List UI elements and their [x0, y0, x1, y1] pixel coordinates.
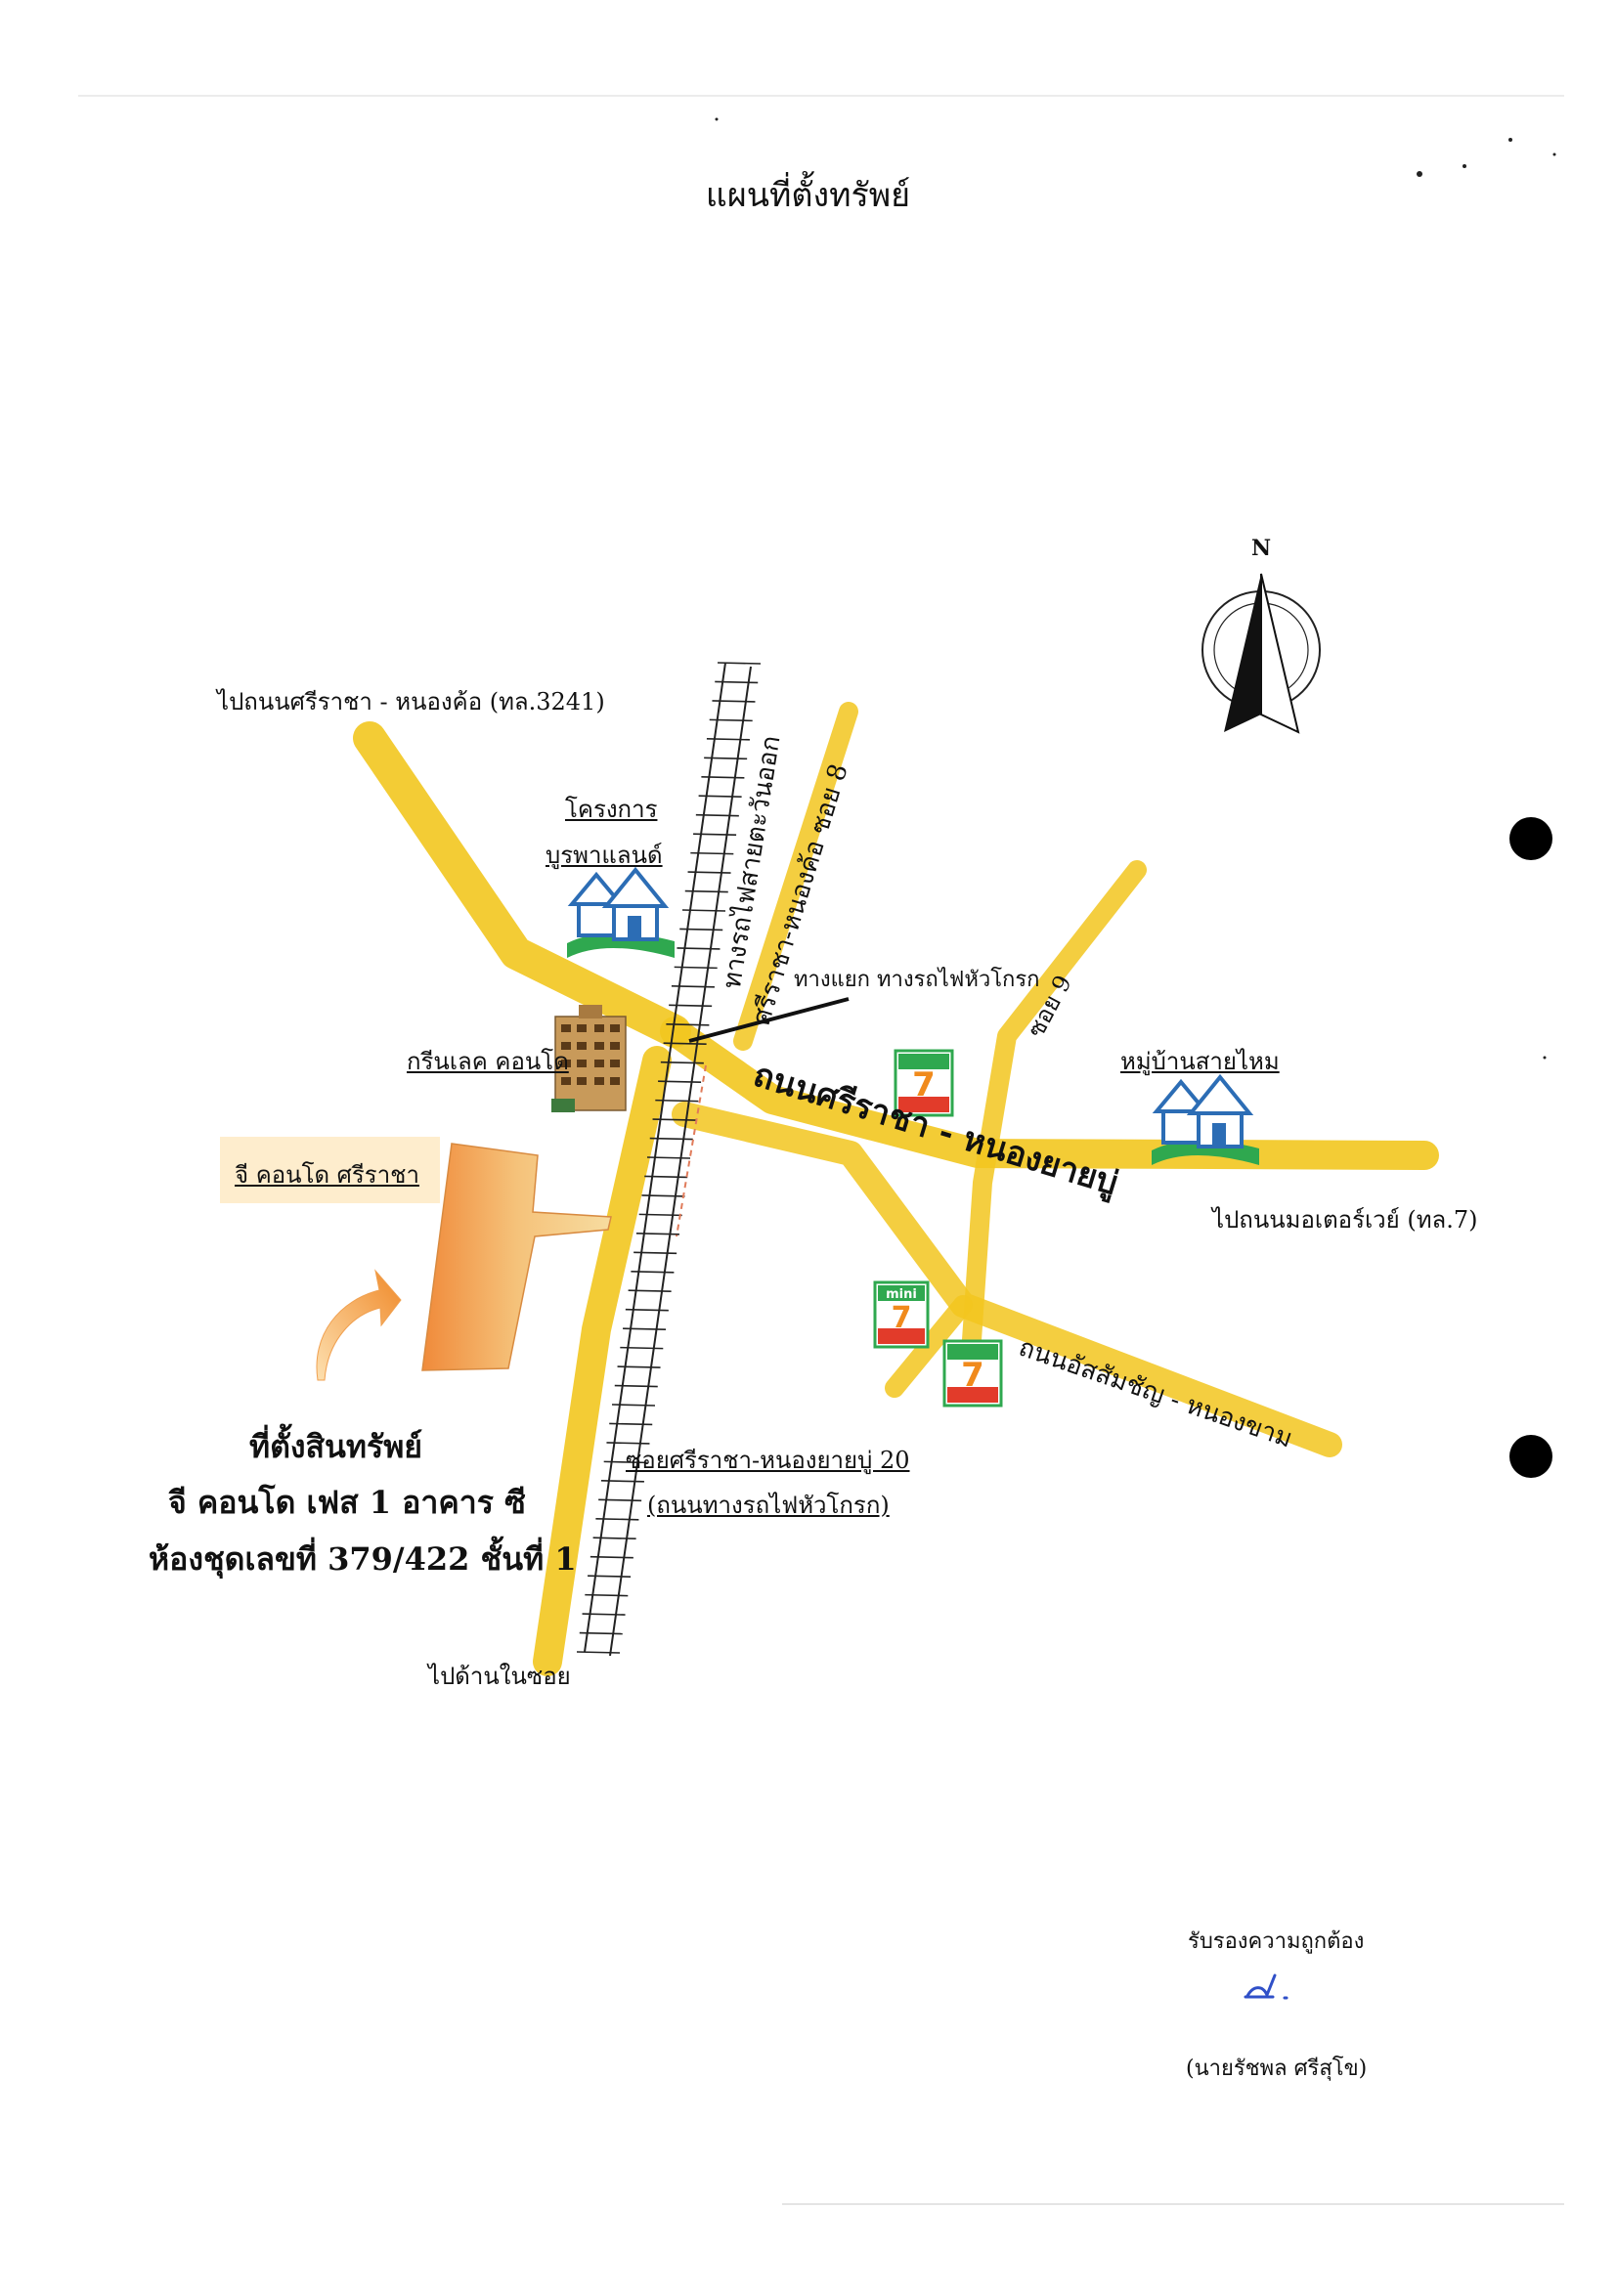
railway-tie [681, 909, 726, 912]
road-soi-8 [733, 702, 858, 1051]
property-heading: ที่ตั้งสินทรัพย์ [249, 1428, 423, 1465]
railway-track [576, 662, 762, 1657]
compass-rose [1201, 573, 1321, 734]
svg-text:7: 7 [892, 1301, 912, 1335]
label-burapha-line1: โครงการ [565, 796, 658, 823]
railway-tie [646, 1156, 691, 1159]
railway-tie [684, 889, 728, 893]
railway-tie [709, 718, 753, 722]
label-burapha-line2: บูรพาแลนด์ [546, 842, 663, 869]
junction-pointer [688, 997, 850, 1043]
page-title: แผนที่ตั้งทรัพย์ [705, 176, 911, 215]
railway-tie [588, 1575, 632, 1578]
railway-tie [690, 851, 734, 855]
railway-tie [609, 1422, 653, 1426]
road-to-nong-kho [353, 721, 691, 1048]
railway-tie [669, 1004, 713, 1008]
railway-tie [579, 1631, 623, 1635]
railway-tie [677, 947, 721, 950]
label-rail-junction: ทางแยก ทางรถไฟหัวโกรก [794, 968, 1040, 992]
house-icon-sai-mai [1152, 1073, 1259, 1165]
railway-tie [638, 1213, 682, 1217]
railway-tie [625, 1308, 669, 1312]
signature [1234, 1970, 1302, 2009]
railway-tie [717, 662, 762, 665]
railway-tie [600, 1480, 644, 1483]
railway-tie [635, 1233, 679, 1235]
railway-tie [590, 1555, 633, 1559]
railway-tie [644, 1175, 688, 1179]
railway-tie [679, 928, 723, 931]
railway-tie [701, 775, 745, 779]
railway-tie [652, 1118, 696, 1121]
house-icon-burapha [567, 866, 675, 958]
railway-tie [666, 1022, 710, 1026]
property-parcel [421, 1143, 612, 1371]
road-soi-9 [960, 860, 1147, 1378]
railway-tie [633, 1251, 677, 1255]
railway-tie [693, 833, 737, 836]
label-sai-mai: หมู่บ้านสายไหม [1120, 1048, 1280, 1075]
seven-eleven-mini-icon: mini 7 [873, 1280, 930, 1349]
railway-tie [706, 738, 750, 741]
railway-tie [585, 1593, 629, 1597]
railway-tie [606, 1442, 650, 1445]
railway-tie [582, 1613, 626, 1616]
railway-tie [658, 1080, 702, 1083]
railway-tie [576, 1651, 621, 1654]
railway-tie [598, 1498, 642, 1502]
railway-tie [631, 1270, 675, 1274]
road-south [533, 1046, 672, 1676]
railway-tie [614, 1384, 658, 1388]
label-to-motorway: ไปถนนมอเตอร์เวย์ (ทล.7) [1212, 1206, 1478, 1234]
seven-eleven-icon-1: 7 [894, 1049, 954, 1117]
road-branch [672, 1102, 1342, 1457]
punch-hole-bottom [1509, 1435, 1552, 1478]
railway-tie [595, 1517, 639, 1521]
compass-north-label: N [1251, 536, 1272, 561]
railway-tie [698, 795, 742, 799]
property-line1: จี คอนโด เฟส 1 อาคาร ซี [168, 1484, 526, 1521]
railway-tie [695, 813, 739, 817]
certifier-name: (นายรัชพล ศรีสุโข) [1186, 2057, 1368, 2081]
punch-hole-top [1509, 817, 1552, 860]
railway-tie [617, 1365, 661, 1368]
label-green-lake: กรีนเลค คอนโด [407, 1048, 569, 1075]
svg-text:7: 7 [912, 1065, 936, 1105]
railway-tie [660, 1061, 704, 1064]
railway-tie [655, 1099, 699, 1103]
railway-tie [649, 1137, 693, 1141]
property-arrow [316, 1269, 402, 1381]
label-soi-20-alt: (ถนนทางรถไฟหัวโกรก) [647, 1492, 890, 1519]
label-to-nong-kho: ไปถนนศรีราชา - หนองค้อ (ทล.3241) [217, 688, 605, 715]
svg-text:7: 7 [961, 1356, 984, 1395]
railway-tie [628, 1289, 672, 1293]
certification-text: รับรองความถูกต้อง [1188, 1929, 1365, 1954]
svg-text:mini: mini [886, 1287, 917, 1302]
railway-tie [674, 966, 718, 970]
railway-tie [641, 1194, 685, 1197]
railway-tie [671, 985, 715, 988]
building-icon-green-lake [551, 1005, 627, 1112]
railway-tie [603, 1460, 647, 1464]
label-soi-20: ซอยศรีราชา-หนองยายบู่ 20 [626, 1447, 910, 1474]
railway-tie [623, 1327, 667, 1330]
railway-tie [620, 1346, 664, 1350]
railway-tie [687, 871, 731, 874]
label-inner-soi: ไปด้านในซอย [428, 1663, 571, 1690]
railway-tie [663, 1042, 707, 1046]
railway-tie [715, 680, 759, 684]
dashed-marker [676, 1064, 707, 1237]
property-line2: ห้องชุดเลขที่ 379/422 ชั้นที่ 1 [149, 1540, 577, 1578]
g-condo-label-box [220, 1137, 440, 1203]
label-g-condo: จี คอนโด ศรีราชา [235, 1161, 419, 1189]
seven-eleven-icon-2: 7 [942, 1339, 1003, 1408]
railway-tie [712, 700, 756, 703]
scan-specks [715, 117, 1556, 1060]
railway-tie [611, 1404, 656, 1407]
